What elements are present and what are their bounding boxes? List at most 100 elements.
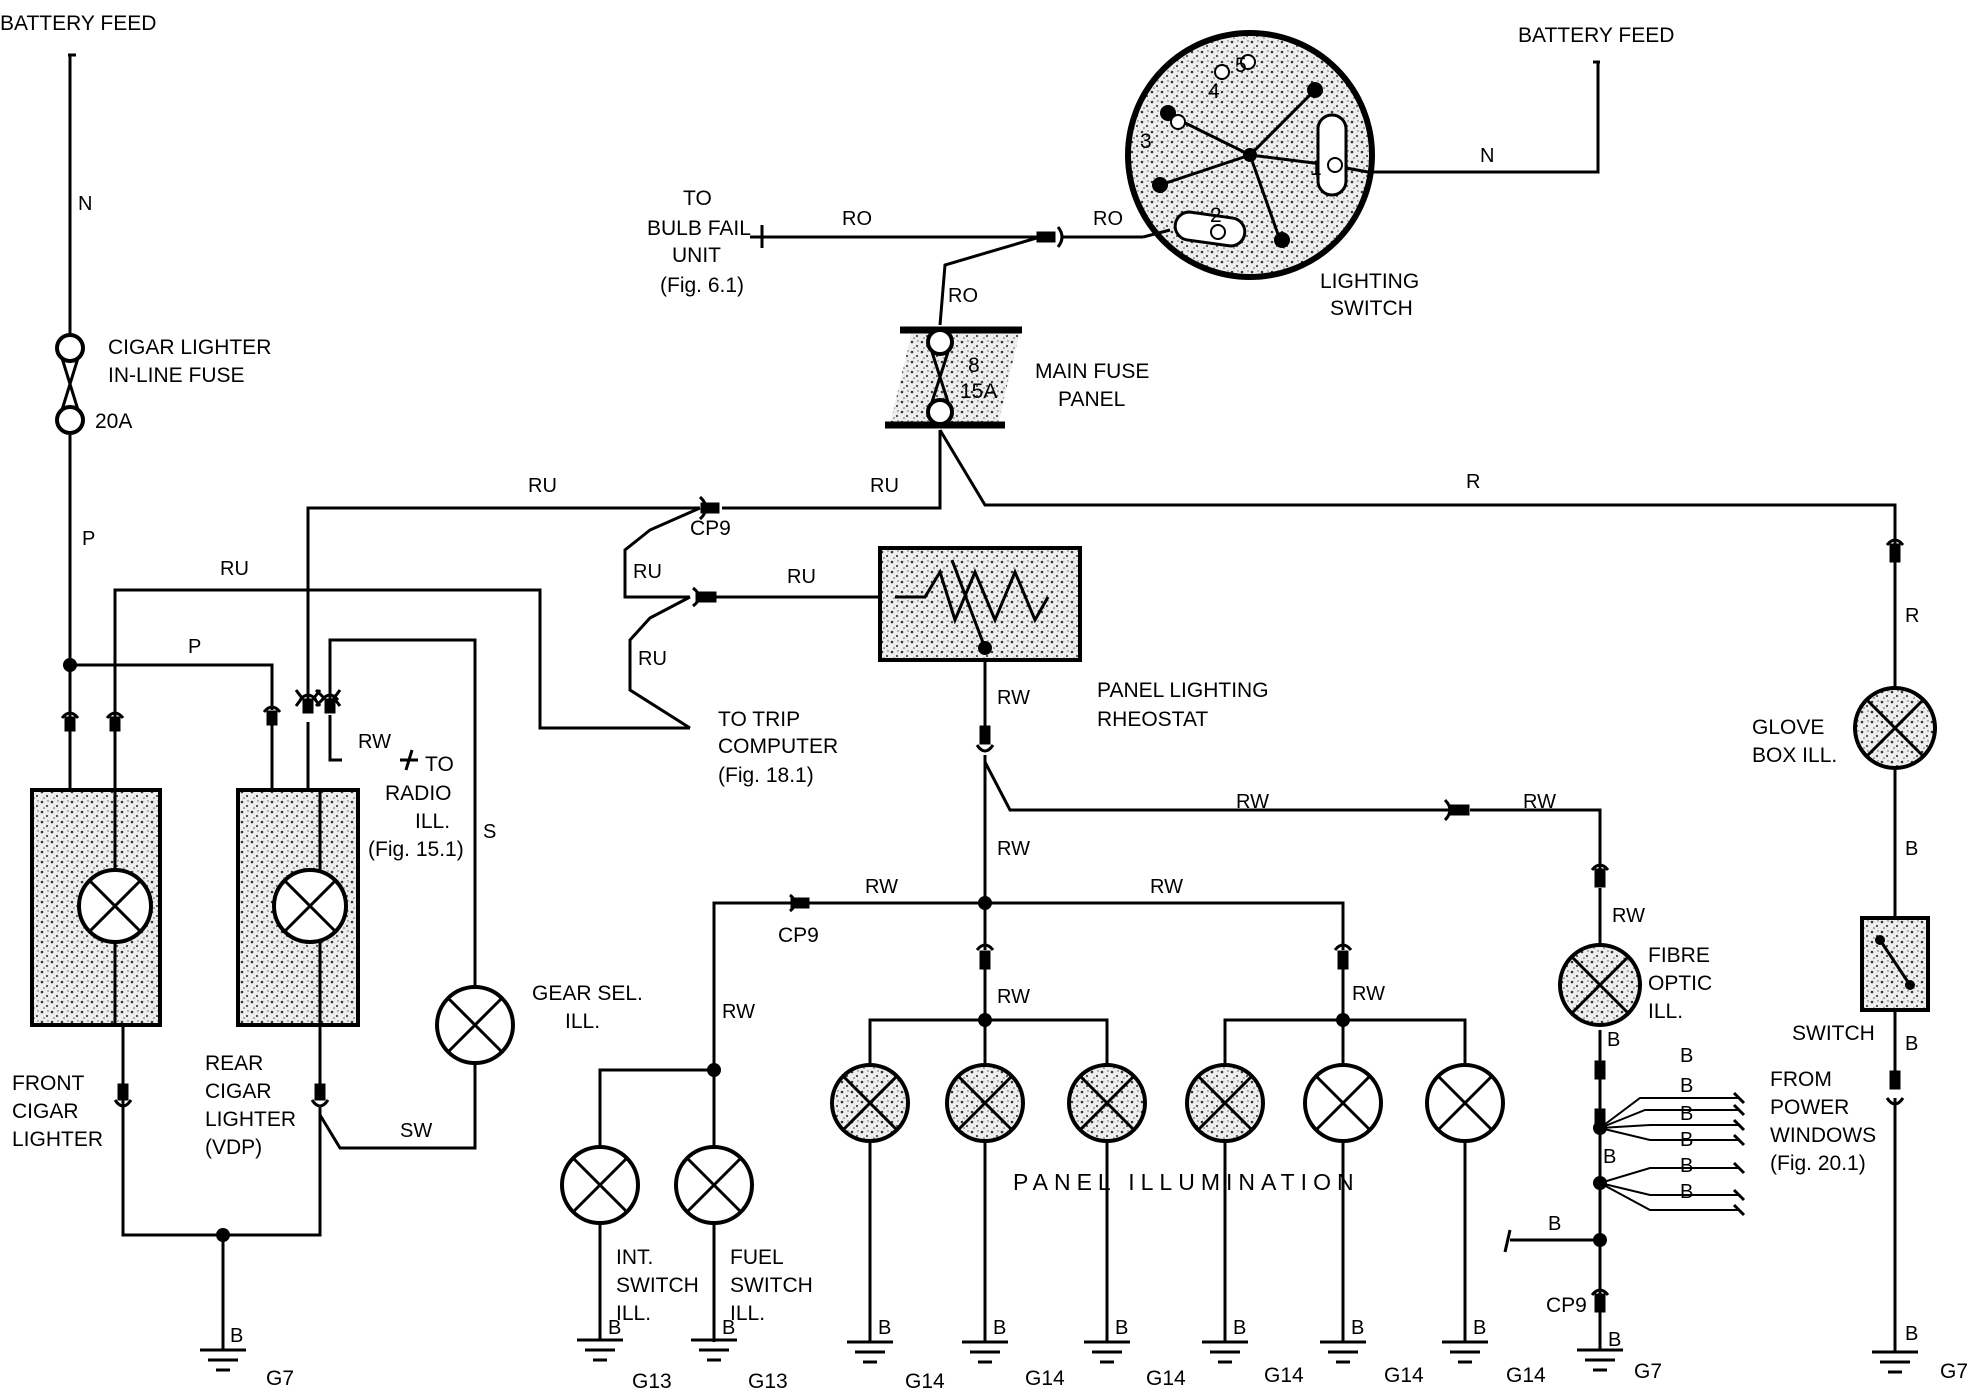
wire-label: RU [638,648,667,670]
lighting-switch: 1 2 3 4 5 [1125,30,1375,280]
ground-label: G7 [1634,1360,1662,1383]
glove-box-switch [1860,916,1930,1012]
wire-label: RW [1523,791,1556,813]
ground-label: G14 [1264,1364,1304,1387]
trip-label-3: (Fig. 18.1) [718,764,814,787]
lighting-switch-label-1: LIGHTING [1320,270,1419,293]
int-switch-lamp [560,1145,640,1225]
wire-label: B [1680,1129,1693,1151]
front-cigar-lighter [30,788,162,1027]
wire-label: B [1680,1155,1693,1177]
fibre-label-2: OPTIC [1648,972,1712,995]
gear-sel-label-2: ILL. [565,1010,600,1033]
panel-illumination-label: PANEL ILLUMINATION [1013,1169,1360,1195]
wire-label: S [483,821,496,843]
rheostat-label-2: RHEOSTAT [1097,708,1208,731]
radio-fig: (Fig. 15.1) [368,838,464,861]
int-label-3: ILL. [616,1302,651,1325]
wire-label: B [1905,838,1918,860]
from-label-1: FROM [1770,1068,1832,1091]
fuse-number: 8 [968,354,980,377]
wire-label: B [1680,1075,1693,1097]
ground-label: G14 [1025,1367,1065,1390]
wire-label: RW [722,1001,755,1023]
wire-label: R [1466,471,1480,493]
panel-illumination-lamps [830,1063,1505,1143]
fuse-amperage: 15A [960,380,997,403]
cigar-fuse-amp: 20A [95,410,132,433]
glove-box-lamp [1853,686,1937,770]
wire-label: B [1680,1045,1693,1067]
lighting-switch-label-2: SWITCH [1330,297,1413,320]
wire-label: B [1351,1317,1364,1339]
connectors [60,226,1905,1313]
wire-label: B [1473,1317,1486,1339]
ground-label: G14 [1506,1364,1546,1387]
wire-label: RW [997,986,1030,1008]
fuel-label-1: FUEL [730,1246,784,1269]
cp9-label-bottom: CP9 [1546,1294,1587,1317]
wire-label: B [1115,1317,1128,1339]
ground-label: G14 [905,1370,945,1392]
wire-label: RW [358,731,391,753]
trip-label-1: TO TRIP [718,708,800,731]
wire-label: B [608,1317,621,1339]
rear-lighter-label-2: CIGAR [205,1080,272,1103]
wire-label: RW [1612,905,1645,927]
int-label-1: INT. [616,1246,653,1269]
wire-label: RW [1236,791,1269,813]
wire-label: B [1233,1317,1246,1339]
bulb-fail-fig: (Fig. 6.1) [660,274,744,297]
wires [68,53,1897,1352]
main-fuse-label-2: PANEL [1058,388,1125,411]
ground-symbols [200,1091,1918,1374]
ground-label: G13 [632,1370,672,1392]
wire-label: RU [220,558,249,580]
gear-sel-lamp [435,985,515,1065]
bulb-fail-unit: UNIT [672,244,721,267]
wire-label: B [1905,1033,1918,1055]
gear-sel-label-1: GEAR SEL. [532,982,643,1005]
radio-label-to: TO [425,753,454,776]
wire-label: R [1905,605,1919,627]
wire-labels: N N P P RU RU RU RU RU RU RO RO RO R R R… [78,145,1919,1351]
rear-cigar-lighter [236,788,360,1027]
rear-lighter-label-4: (VDP) [205,1136,262,1159]
wire-label: B [1603,1146,1616,1168]
ground-label: G7 [1940,1360,1968,1383]
wire-label: B [1608,1329,1621,1351]
glove-label-1: GLOVE [1752,716,1824,739]
switch-pos-2: 2 [1210,204,1222,227]
wire-label: RO [1093,208,1123,230]
cp9-label-mid: CP9 [778,924,819,947]
wire-label: B [993,1317,1006,1339]
wire-label: P [188,636,201,658]
wire-label: RU [787,566,816,588]
wire-label: RU [633,561,662,583]
wire-label: N [1480,145,1494,167]
switch-pos-5: 5 [1235,54,1247,77]
ground-label: G14 [1384,1364,1424,1387]
wire-label: N [78,193,92,215]
rear-lighter-label-1: REAR [205,1052,263,1075]
wire-label: RW [997,687,1030,709]
wire-label: RW [1352,983,1385,1005]
wire-label: B [722,1317,735,1339]
switch-pos-4: 4 [1208,80,1220,103]
wire-label: RW [997,838,1030,860]
wire-label: P [82,528,95,550]
wire-label: RW [1150,876,1183,898]
switch-label: SWITCH [1792,1022,1875,1045]
cigar-fuse-label-1: CIGAR LIGHTER [108,336,271,359]
from-label-3: WINDOWS [1770,1124,1876,1147]
radio-label: RADIO [385,782,452,805]
rear-lighter-label-3: LIGHTER [205,1108,296,1131]
wire-label: B [1548,1213,1561,1235]
fuel-label-2: SWITCH [730,1274,813,1297]
main-fuse-panel: 8 15A [885,326,1022,429]
fibre-label-3: ILL. [1648,1000,1683,1023]
ground-label: G14 [1146,1367,1186,1390]
wire-label: B [1905,1323,1918,1345]
front-lighter-label-2: CIGAR [12,1100,79,1123]
